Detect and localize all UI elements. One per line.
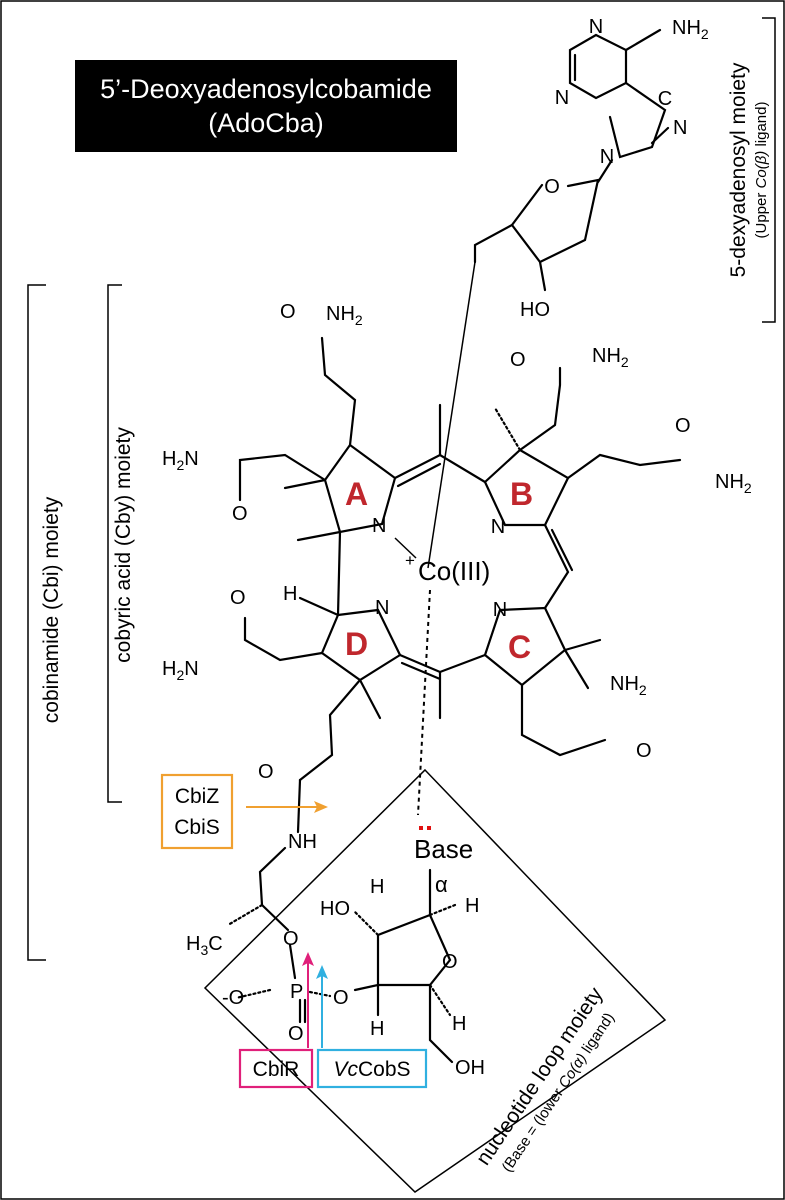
cbis-label: CbiS [174,816,220,839]
cbiz-label: CbiZ [175,785,220,808]
phosphate-o-minus: -O [222,987,244,1009]
b-amide-o: O [510,349,526,371]
upper-moiety-bracket: 5-dexyadenosyl moiety (Upper Co(β) ligan… [727,17,776,323]
b2-amide-o: O [675,415,691,437]
a-amide-o: O [280,301,296,323]
adenine-n1: N [589,16,603,38]
a2-amide-o: O [232,503,248,525]
enzyme-cbiz-cbis: CbiZ CbiS [160,773,328,850]
vccobs-label: VcCobS [333,1058,410,1081]
cbir-label: CbiR [253,1058,300,1081]
ribose-h3: H [370,1018,384,1040]
base-lone-pair-dot [419,826,423,830]
ring-label-c: C [508,629,531,665]
adenine-c: C [658,88,672,110]
cobyric-bracket: cobyric acid (Cby) moiety [107,284,135,803]
co-beta-bond [427,261,476,569]
phosphate-o1: O [283,928,299,950]
b-amide-nh2: NH2 [592,345,629,370]
enzyme-cbir: CbiR [238,952,314,1089]
base-label: Base [414,834,473,864]
sugar-o: O [544,176,560,198]
cobyric-moiety-label: cobyric acid (Cby) moiety [112,427,135,663]
vccobs-arrowhead [316,965,328,979]
ribose-ho: HO [320,898,350,920]
cobalt-charge: + [405,551,415,570]
adenine: N N NH2 C N N [555,16,709,184]
ribose-h2: H [465,895,479,917]
ring-label-a: A [345,476,368,512]
ring-labels: A B C D [345,476,533,665]
cbir-arrowhead [302,952,314,966]
loop-structure: H3C O P -O O O HO H H O H H OH α Base [186,778,485,1079]
upper-moiety-sublabel: (Upper Co(β) ligand) [753,102,770,239]
co-alpha-bond [417,589,431,816]
ring-d-n: N [375,597,389,619]
corrin-atoms: O NH2 H2N O N N O NH2 O NH2 N N H O H2N … [162,301,752,853]
upper-moiety-label: 5-dexyadenosyl moiety [727,62,750,277]
corrin-ring [238,336,682,816]
phosphate-o2: O [333,987,349,1009]
a2-amide-h2n: H2N [162,448,199,473]
ribose-h1: H [370,876,384,898]
ring-d-h: H [283,583,297,605]
sugar-ho: HO [520,299,550,321]
phosphorus: P [290,981,303,1003]
base-lone-pair-dot [427,826,431,830]
alpha-label: α [435,872,448,897]
a-amide-nh2: NH2 [326,303,363,328]
ring-c-n: N [493,599,507,621]
cobalt-label: Co(III) [418,556,490,586]
enzyme-vccobs: VcCobS [316,965,428,1089]
cobinamide-bracket: cobinamide (Cbi) moiety [27,284,63,961]
ribose-oh: OH [455,1057,485,1079]
cobinamide-moiety-label: cobinamide (Cbi) moiety [40,496,63,723]
nucleotide-label: nucleotide loop moiety [472,983,608,1170]
adenine-n9: N [600,146,614,168]
ring-b-n: N [491,516,505,538]
f-amide-o: O [258,761,274,783]
h3c-label: H3C [186,933,223,958]
f-amide-nh: NH [288,831,317,853]
b2-amide-nh2: NH2 [715,471,752,496]
title-line2: (AdoCba) [208,108,324,138]
adenine-n7: N [673,117,687,139]
ring-a-n: N [372,515,386,537]
ribose-o: O [442,951,458,973]
adenine-n3: N [555,87,569,109]
c-amide-nh2: NH2 [610,673,647,698]
adenine-nh2: NH2 [672,17,709,42]
d-amide-h2n: H2N [162,658,199,683]
deoxyribose: O HO [427,176,600,569]
phosphate-o-double: O [288,1023,304,1045]
c-amide-o: O [636,740,652,762]
title-box: 5’-Deoxyadenosylcobamide (AdoCba) [75,60,457,152]
ring-label-d: D [345,626,368,662]
ring-label-b: B [510,476,533,512]
co-n-bond [394,537,417,559]
ribose-h4: H [452,1013,466,1035]
d-amide-o: O [230,587,246,609]
title-line1: 5’-Deoxyadenosylcobamide [100,74,432,104]
cbiz-arrowhead [314,801,328,813]
